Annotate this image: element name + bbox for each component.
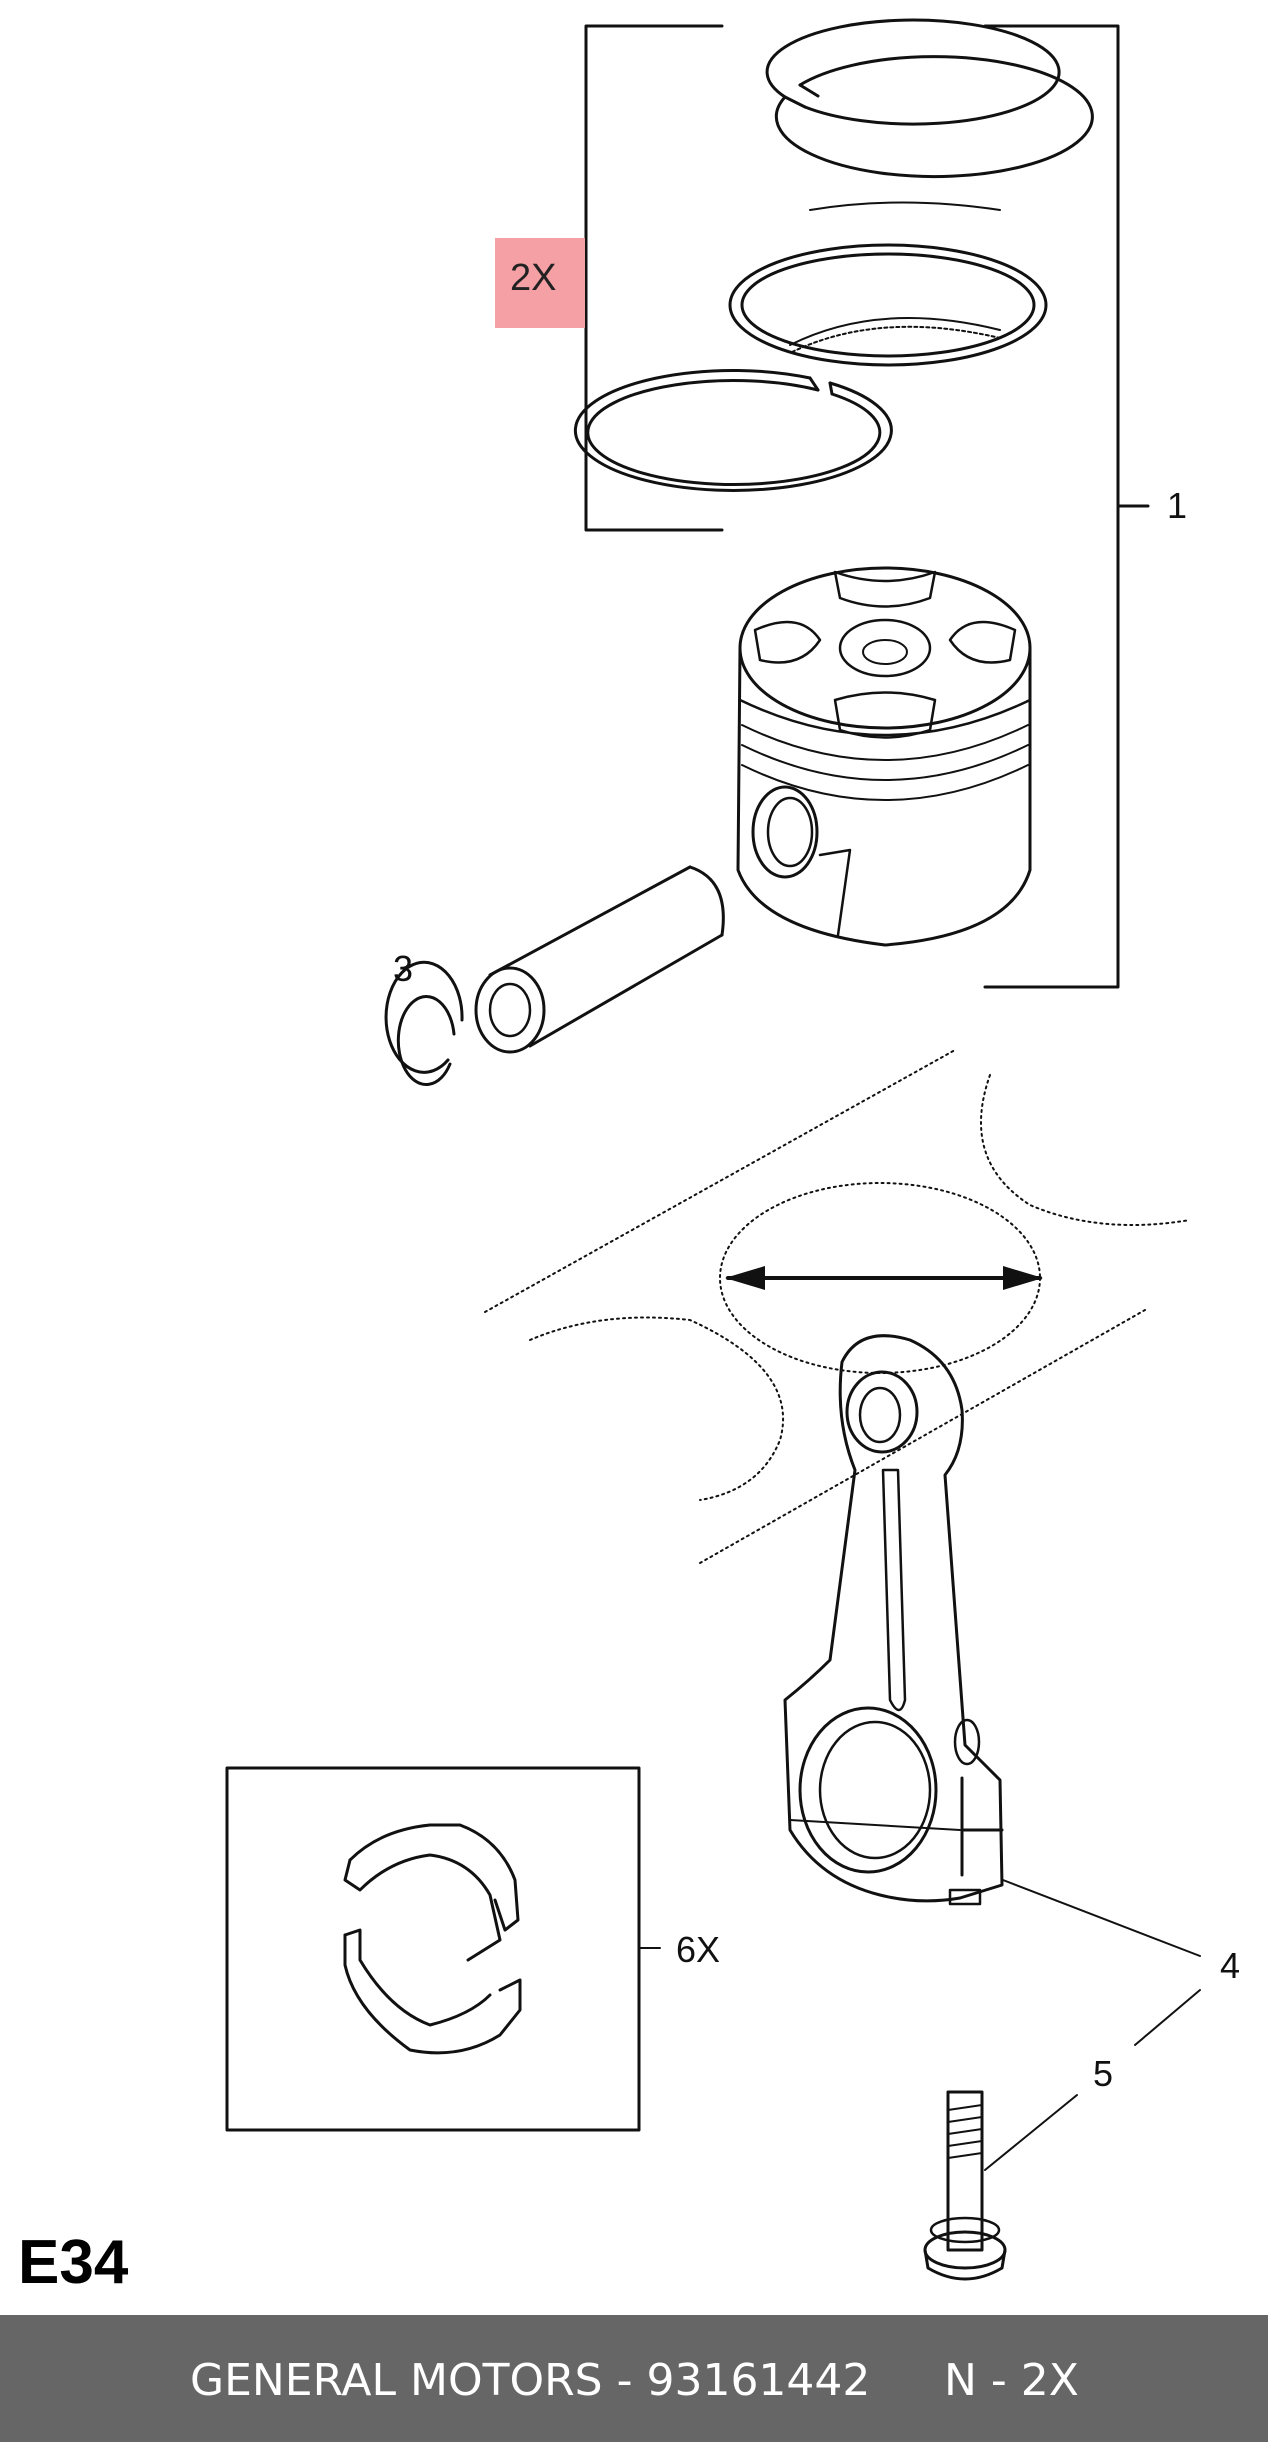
footer-bar: GENERAL MOTORS - 93161442 N - 2X xyxy=(0,2315,1268,2442)
bore-diameter-arrow xyxy=(725,1266,1043,1290)
piston xyxy=(736,566,1032,947)
quantity-highlight xyxy=(495,238,585,328)
footer-brand-part: GENERAL MOTORS - 93161442 xyxy=(190,2355,871,2406)
callout-item-3: 3 xyxy=(393,948,414,989)
callout-item-4: 4 xyxy=(1220,1945,1241,1986)
callout-qty-rings: 2X xyxy=(510,257,557,299)
callout-item-1: 1 xyxy=(1167,485,1188,526)
piston-pin xyxy=(474,865,725,1054)
snap-ring xyxy=(384,960,464,1087)
callout-qty-bearings: 6X xyxy=(676,1929,721,1970)
section-code: E34 xyxy=(18,2228,129,2297)
rod-bolt xyxy=(923,2090,1007,2281)
exploded-parts-diagram xyxy=(225,18,1201,2281)
cylinder-bore-outline xyxy=(484,1049,1191,1564)
bearing-shells-box xyxy=(225,1766,641,2132)
leader-lines xyxy=(639,1879,1201,2171)
footer-note: N - 2X xyxy=(944,2355,1079,2406)
piston-rings xyxy=(573,18,1094,492)
connecting-rod xyxy=(783,1334,1004,1906)
callout-item-5: 5 xyxy=(1093,2053,1114,2094)
